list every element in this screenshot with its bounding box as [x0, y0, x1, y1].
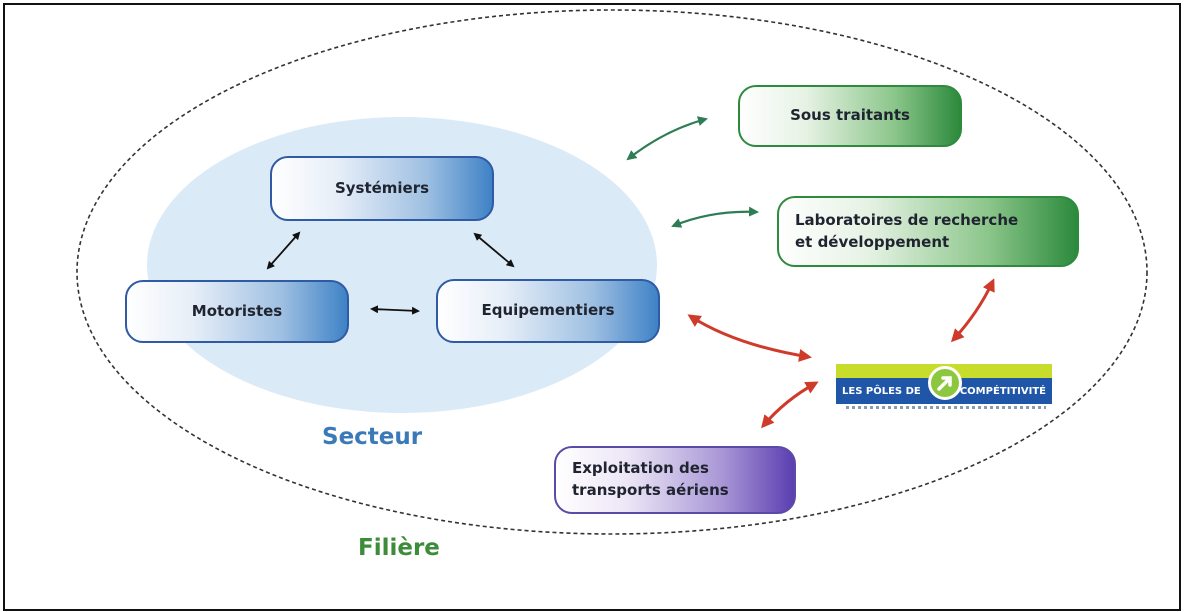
arrow-motoristes-equipementiers — [370, 305, 420, 315]
equipementiers-label: Equipementiers — [481, 301, 615, 320]
laboratoires-box: Laboratoires de recherche et développeme… — [777, 196, 1079, 267]
systemiers-label: Systémiers — [334, 178, 430, 197]
laboratoires-label-line2: et développement — [795, 232, 950, 251]
logo-left-text: LES PÔLES DE — [842, 385, 921, 397]
arrow-motoristes-systemiers — [266, 231, 301, 270]
sous-traitants-box: Sous traitants — [738, 85, 962, 147]
equipementiers-box: Equipementiers — [436, 279, 660, 343]
systemiers-box: Systémiers — [270, 156, 494, 221]
motoristes-label: Motoristes — [191, 301, 283, 320]
filiere-title: Filière — [358, 535, 440, 561]
exploitation-box: Exploitation des transports aériens — [554, 446, 796, 514]
arrow-equipementiers-poles — [687, 314, 812, 362]
sous-traitants-label: Sous traitants — [790, 106, 910, 125]
exploitation-label-line2: transports aériens — [572, 481, 729, 499]
arrow-systemiers-equipementiers — [473, 232, 515, 268]
exploitation-label-line1: Exploitation des — [572, 459, 709, 478]
filiere-boundary — [76, 9, 1148, 535]
poles-competitivite-logo: LES PÔLES DE COMPÉTITIVITÉ — [836, 364, 1052, 412]
secteur-title: Secteur — [322, 424, 423, 450]
logo-arrow-icon — [928, 366, 962, 400]
motoristes-box: Motoristes — [125, 280, 349, 343]
arrow-poles-exploitation — [761, 381, 819, 429]
arrow-secteur-laboratoires — [671, 206, 759, 228]
arrow-poles-laboratoires — [950, 278, 995, 343]
logo-right-text: COMPÉTITIVITÉ — [959, 385, 1046, 397]
laboratoires-label-line1: Laboratoires de recherche — [795, 210, 1019, 229]
arrow-secteur-sous-traitants — [626, 116, 708, 161]
